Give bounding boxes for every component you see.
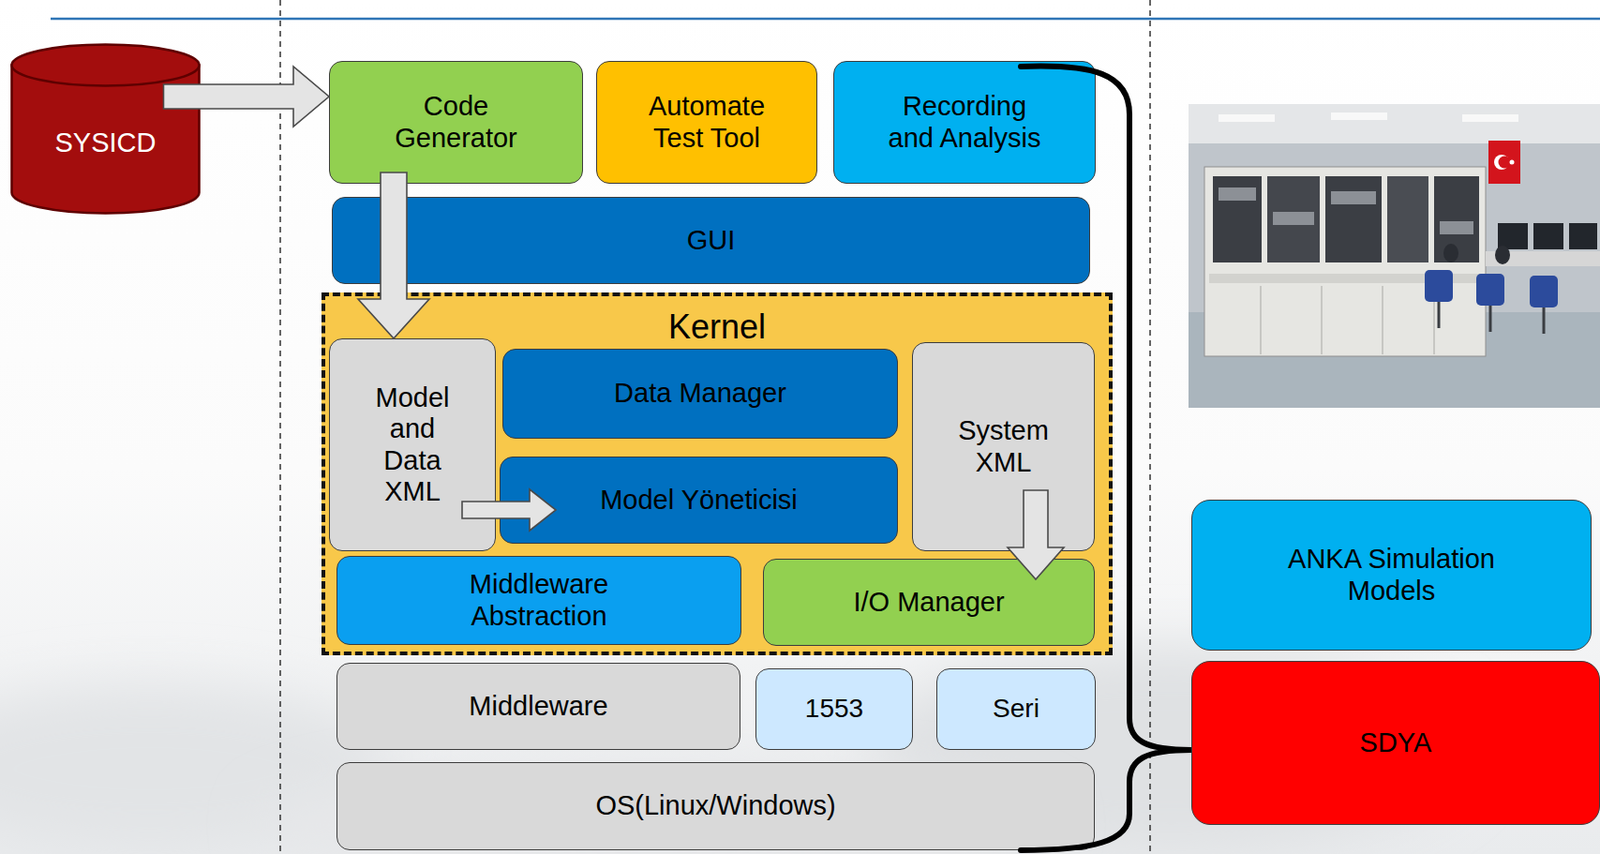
monitor (1533, 223, 1564, 250)
chair (1424, 269, 1453, 302)
header-rule (50, 17, 1600, 21)
photo-wall (1188, 143, 1600, 313)
flag (1488, 140, 1521, 184)
flag-crescent (1494, 154, 1510, 170)
manager-box: Data Manager (502, 348, 898, 439)
console-desk (1209, 273, 1481, 284)
layer-band: Middleware (336, 662, 741, 750)
rack-module (1218, 187, 1257, 201)
rack-module (1330, 191, 1376, 205)
ceiling-light (1462, 114, 1519, 122)
cabinet-seam (1260, 285, 1262, 355)
box-label: Model and Data XML (370, 382, 455, 508)
box-label: GUI (687, 224, 736, 256)
chair (1476, 273, 1505, 306)
box-label: Seri (992, 693, 1040, 724)
box-label: Automate Test Tool (627, 90, 787, 154)
rack-module (1272, 211, 1315, 225)
flag-crescent-cut (1498, 156, 1511, 169)
manager-box: I/O Manager (762, 558, 1095, 646)
block-arrow (358, 172, 430, 339)
rack-panel (1387, 176, 1429, 263)
chair-leg (1542, 307, 1546, 334)
block-arrow (1007, 490, 1064, 580)
tool-box: Automate Test Tool (596, 60, 818, 184)
block-arrow (462, 489, 556, 531)
bus-box: 1553 (755, 668, 913, 750)
chair-leg (1437, 301, 1441, 329)
tool-box: Code Generator (328, 60, 584, 184)
kernel-group: KernelModel and Data XML Data ManagerMode… (321, 292, 1113, 656)
database-cylinder: SYSICD (10, 43, 201, 215)
system-box: SDYA (1191, 660, 1600, 825)
xml-box: Model and Data XML (328, 338, 496, 552)
chair (1529, 275, 1558, 308)
operator-desk (1485, 251, 1600, 267)
rack-panel (1212, 176, 1262, 263)
group-title: Kernel (668, 307, 766, 346)
box-label: Middleware Abstraction (445, 568, 633, 632)
layer-band: OS(Linux/Windows) (336, 762, 1095, 851)
cylinder-body (12, 65, 200, 214)
box-label: Code Generator (376, 90, 537, 154)
rack-panel (1325, 176, 1382, 263)
section-divider (1149, 0, 1152, 854)
section-divider (279, 0, 282, 854)
tool-box: Recording and Analysis (833, 60, 1096, 184)
block-arrow (163, 66, 329, 127)
curly-bracket (1020, 66, 1192, 851)
cylinder-top (12, 44, 200, 87)
ceiling-light (1330, 112, 1388, 120)
photo-frame (1188, 104, 1600, 408)
box-label: System XML (947, 415, 1061, 479)
rack-module (1439, 221, 1474, 235)
cabinet-seam (1321, 285, 1323, 355)
operator-figure (1443, 243, 1459, 263)
photo-floor (1188, 312, 1600, 408)
background-cloud (0, 684, 394, 853)
box-label: 1553 (805, 693, 864, 724)
bus-box: Seri (936, 668, 1096, 750)
manager-box: Model Yöneticisi (499, 456, 898, 544)
box-label: ANKA Simulation Models (1274, 543, 1510, 607)
abstraction-box: Middleware Abstraction (336, 555, 742, 645)
box-label: Middleware (468, 690, 608, 722)
xml-box: System XML (912, 342, 1095, 552)
box-label: Model Yöneticisi (599, 484, 798, 516)
photo-ceiling (1188, 104, 1600, 144)
cabinet-seam (1434, 285, 1436, 355)
operator-figure (1495, 245, 1511, 265)
rack-panel (1267, 176, 1320, 263)
ceiling-light (1218, 114, 1275, 122)
box-label: SYSICD (55, 127, 157, 159)
console-cabinet (1204, 166, 1486, 357)
monitor (1497, 223, 1528, 250)
chair-leg (1489, 305, 1493, 332)
layer-band: GUI (331, 196, 1091, 285)
box-label: Data Manager (613, 377, 787, 409)
box-label: OS(Linux/Windows) (595, 790, 836, 822)
box-label: I/O Manager (852, 586, 1004, 618)
cabinet-seam (1382, 285, 1384, 355)
flag-star (1510, 160, 1515, 165)
model-box: ANKA Simulation Models (1191, 499, 1592, 651)
lab-photo (1188, 104, 1600, 408)
monitor (1569, 223, 1598, 250)
box-label: Recording and Analysis (881, 90, 1048, 154)
box-label: SDYA (1360, 727, 1433, 759)
rack-panel (1434, 176, 1480, 263)
